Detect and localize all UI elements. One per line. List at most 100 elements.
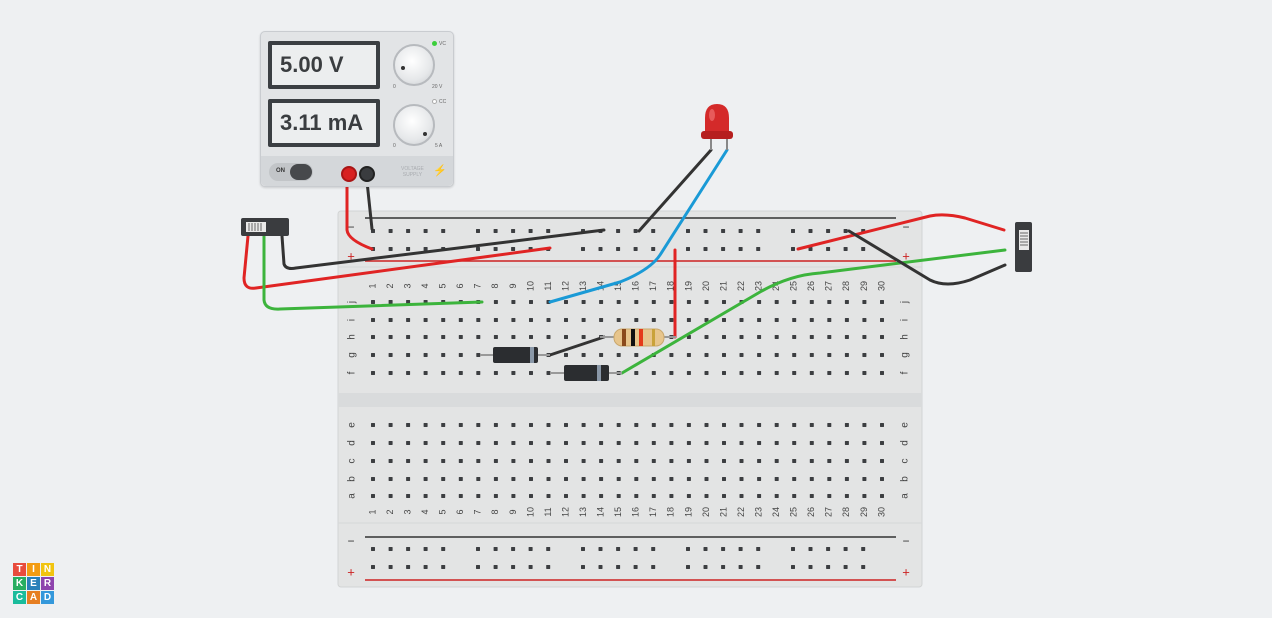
breadboard-hole[interactable]	[792, 441, 797, 445]
breadboard-hole[interactable]	[792, 300, 797, 304]
breadboard-hole[interactable]	[529, 441, 533, 445]
breadboard-hole[interactable]	[809, 353, 814, 357]
breadboard-hole[interactable]	[458, 335, 463, 339]
rail-hole[interactable]	[546, 565, 551, 569]
breadboard-hole[interactable]	[634, 441, 639, 445]
breadboard-hole[interactable]	[564, 423, 568, 427]
breadboard-hole[interactable]	[792, 371, 797, 375]
breadboard-hole[interactable]	[704, 300, 709, 304]
rail-hole[interactable]	[738, 229, 743, 233]
rail-hole[interactable]	[406, 547, 411, 551]
breadboard-hole[interactable]	[371, 318, 375, 322]
breadboard-hole[interactable]	[722, 353, 726, 357]
breadboard-hole[interactable]	[739, 477, 744, 481]
breadboard-hole[interactable]	[809, 441, 814, 445]
breadboard-hole[interactable]	[511, 477, 516, 481]
breadboard-hole[interactable]	[529, 335, 533, 339]
breadboard-hole[interactable]	[757, 353, 762, 357]
wire-red-switch-to-rail[interactable]	[242, 234, 552, 290]
breadboard-hole[interactable]	[722, 335, 726, 339]
breadboard-hole[interactable]	[757, 441, 762, 445]
breadboard-hole[interactable]	[809, 494, 814, 498]
breadboard-hole[interactable]	[406, 494, 411, 498]
rail-hole[interactable]	[703, 565, 708, 569]
breadboard-hole[interactable]	[827, 371, 832, 375]
breadboard-hole[interactable]	[669, 494, 674, 498]
rail-hole[interactable]	[686, 565, 690, 569]
power-toggle-knob[interactable]	[290, 164, 312, 180]
rail-hole[interactable]	[651, 547, 656, 551]
rail-hole[interactable]	[808, 547, 813, 551]
red-led[interactable]	[701, 104, 733, 150]
breadboard-hole[interactable]	[844, 477, 849, 481]
rail-hole[interactable]	[738, 565, 743, 569]
breadboard-hole[interactable]	[704, 335, 709, 339]
breadboard-hole[interactable]	[669, 353, 674, 357]
rail-hole[interactable]	[686, 247, 690, 251]
breadboard-hole[interactable]	[511, 300, 516, 304]
rail-hole[interactable]	[651, 229, 656, 233]
rail-hole[interactable]	[406, 247, 411, 251]
rail-hole[interactable]	[791, 565, 795, 569]
rail-hole[interactable]	[616, 547, 621, 551]
wire-red-rail-to-switch[interactable]	[796, 213, 1006, 251]
breadboard-hole[interactable]	[458, 494, 463, 498]
rail-hole[interactable]	[511, 547, 516, 551]
rail-hole[interactable]	[493, 229, 498, 233]
diode-2[interactable]	[550, 365, 622, 381]
breadboard-hole[interactable]	[581, 318, 586, 322]
breadboard-hole[interactable]	[371, 477, 375, 481]
breadboard-hole[interactable]	[739, 371, 744, 375]
rail-hole[interactable]	[861, 565, 866, 569]
breadboard-hole[interactable]	[599, 300, 604, 304]
breadboard[interactable]: 1122334455667788991010111112121313141415…	[337, 210, 923, 588]
breadboard-hole[interactable]	[827, 318, 832, 322]
breadboard-hole[interactable]	[616, 423, 621, 427]
resistor[interactable]	[600, 328, 676, 347]
breadboard-hole[interactable]	[529, 459, 533, 463]
breadboard-hole[interactable]	[704, 371, 709, 375]
breadboard-hole[interactable]	[880, 477, 884, 481]
breadboard-hole[interactable]	[774, 423, 779, 427]
breadboard-hole[interactable]	[476, 477, 481, 481]
rail-hole[interactable]	[756, 229, 761, 233]
breadboard-hole[interactable]	[827, 335, 832, 339]
wire-green-diode-to-switch[interactable]	[620, 248, 1007, 375]
rail-hole[interactable]	[843, 565, 848, 569]
breadboard-hole[interactable]	[651, 318, 656, 322]
breadboard-hole[interactable]	[441, 423, 446, 427]
breadboard-hole[interactable]	[564, 441, 568, 445]
breadboard-hole[interactable]	[774, 318, 779, 322]
breadboard-hole[interactable]	[862, 353, 867, 357]
breadboard-hole[interactable]	[493, 300, 498, 304]
breadboard-hole[interactable]	[441, 353, 446, 357]
breadboard-hole[interactable]	[599, 494, 604, 498]
slide-switch-left[interactable]	[241, 218, 289, 236]
breadboard-hole[interactable]	[423, 423, 428, 427]
rail-hole[interactable]	[371, 565, 375, 569]
breadboard-hole[interactable]	[739, 494, 744, 498]
rail-hole[interactable]	[441, 229, 446, 233]
breadboard-hole[interactable]	[704, 423, 709, 427]
breadboard-hole[interactable]	[599, 423, 604, 427]
rail-hole[interactable]	[546, 547, 551, 551]
breadboard-hole[interactable]	[722, 300, 726, 304]
breadboard-hole[interactable]	[651, 494, 656, 498]
breadboard-hole[interactable]	[669, 477, 674, 481]
breadboard-hole[interactable]	[616, 441, 621, 445]
breadboard-hole[interactable]	[476, 371, 481, 375]
rail-hole[interactable]	[826, 247, 831, 251]
breadboard-hole[interactable]	[739, 335, 744, 339]
breadboard-hole[interactable]	[722, 423, 726, 427]
breadboard-hole[interactable]	[757, 371, 762, 375]
breadboard-hole[interactable]	[546, 494, 551, 498]
voltage-knob[interactable]	[393, 44, 435, 86]
rail-hole[interactable]	[721, 547, 726, 551]
breadboard-hole[interactable]	[704, 459, 709, 463]
breadboard-hole[interactable]	[511, 335, 516, 339]
breadboard-hole[interactable]	[423, 441, 428, 445]
breadboard-hole[interactable]	[388, 441, 393, 445]
breadboard-hole[interactable]	[388, 423, 393, 427]
wire-red-supply-to-rail[interactable]	[345, 170, 374, 251]
breadboard-hole[interactable]	[651, 300, 656, 304]
